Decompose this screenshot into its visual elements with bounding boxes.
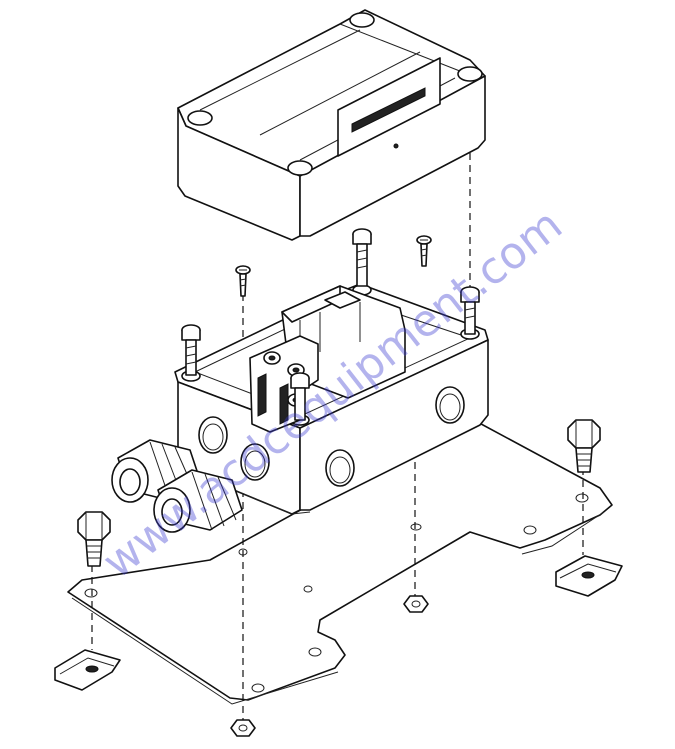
hex-bolt-left <box>77 511 111 567</box>
standoff-screw-right <box>460 286 480 335</box>
rail-clip-right <box>555 555 623 597</box>
hex-bolt-right <box>567 419 601 473</box>
screw-right <box>416 235 432 267</box>
screw-left <box>235 265 251 297</box>
standoff-screw-mid <box>352 228 372 287</box>
standoff-screw-front <box>290 372 310 421</box>
nut-center <box>403 595 429 613</box>
rail-clip-left <box>54 649 121 691</box>
cable-gland-lower <box>153 469 243 533</box>
circuit-breaker <box>249 285 406 433</box>
standoff-screw-left <box>181 324 201 376</box>
nut-bottom <box>230 719 256 737</box>
cover <box>177 9 486 241</box>
